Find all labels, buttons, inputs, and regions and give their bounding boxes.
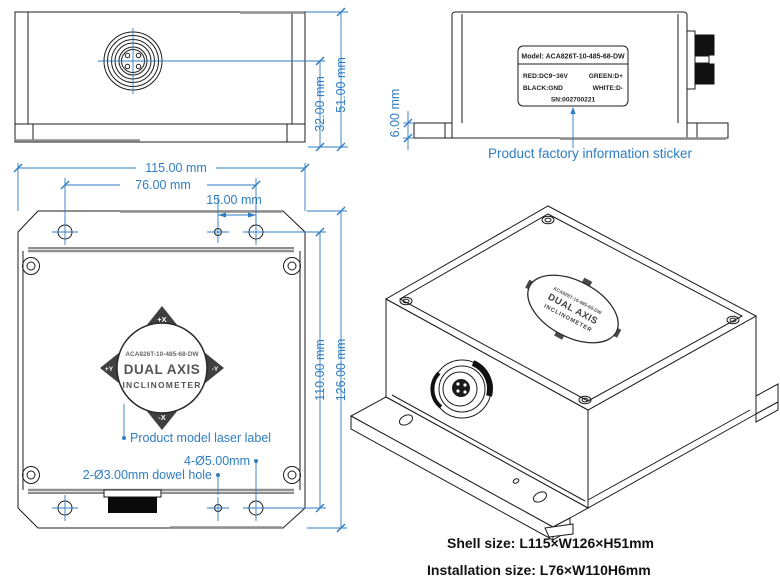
top-dimensions-vertical: 110.00 mm 126.00 mm — [263, 206, 348, 533]
annotation-laser-label: Product model laser label — [130, 431, 271, 445]
annotation-mount-holes: 4-Ø5.00mm — [184, 454, 250, 468]
size-notes: Shell size: L115×W126×H51mm Installation… — [427, 535, 654, 578]
axis-right-label: -Y — [212, 366, 219, 373]
top-annotations: Product model laser label 4-Ø5.00mm 2-Ø3… — [83, 404, 271, 495]
front-view: 32.00 mm 51.00 mm — [14, 7, 348, 152]
axis-left-label: +Y — [105, 366, 114, 373]
dim-front-center-height: 32.00 mm — [313, 76, 327, 132]
annotation-dowel-holes: 2-Ø3.00mm dowel hole — [83, 468, 212, 482]
sticker-serial: SN:002700221 — [551, 97, 596, 104]
bottom-connector — [103, 489, 162, 513]
sticker-row2-right: WHITE:D- — [593, 85, 623, 92]
shell-size-note: Shell size: L115×W126×H51mm — [447, 535, 654, 551]
iso-corner-screws — [399, 215, 740, 405]
laser-label: +X -X +Y -Y ACA826T-10-485-68-DW DUAL AX… — [100, 306, 224, 430]
laser-label-model: ACA826T-10-485-68-DW — [125, 351, 199, 358]
side-connector — [686, 30, 715, 90]
axis-top-label: +X — [157, 315, 166, 324]
top-dimensions-horizontal: 115.00 mm 76.00 mm 15.00 mm — [13, 161, 310, 226]
side-view: Model: ACA826T-10-485-68-DW RED:DC9~36V … — [388, 11, 729, 161]
dim-top-total-width: 115.00 mm — [145, 161, 207, 175]
axis-bottom-label: -X — [158, 413, 166, 422]
corner-screws — [22, 257, 301, 484]
sticker-row1-right: GREEN:D+ — [589, 73, 623, 80]
dim-top-total-height: 126.00 mm — [334, 339, 348, 402]
front-dimensions: 32.00 mm 51.00 mm — [305, 7, 348, 152]
side-caption: Product factory information sticker — [488, 146, 693, 161]
dim-side-flange-height: 6.00 mm — [388, 89, 402, 138]
factory-sticker: Model: ACA826T-10-485-68-DW RED:DC9~36V … — [517, 45, 629, 107]
sticker-row1-left: RED:DC9~36V — [523, 73, 568, 80]
installation-size-note: Installation size: L76×W110H6mm — [427, 562, 651, 578]
dim-top-install-width: 76.00 mm — [135, 178, 191, 192]
iso-laser-label: ACA826T-10-485-68-DW DUAL AXIS INCLINOME… — [525, 274, 622, 344]
top-view: +X -X +Y -Y ACA826T-10-485-68-DW DUAL AX… — [13, 161, 348, 533]
side-dimension-flange: 6.00 mm — [388, 89, 414, 150]
dim-top-hole-offset: 15.00 mm — [206, 193, 262, 207]
dim-top-install-height: 110.00 mm — [313, 339, 327, 401]
isometric-view: ACA826T-10-485-68-DW DUAL AXIS INCLINOME… — [349, 205, 779, 541]
iso-flange — [349, 396, 590, 541]
laser-label-title: DUAL AXIS — [124, 362, 201, 377]
sticker-row2-left: BLACK:GND — [523, 85, 563, 92]
dim-front-total-height: 51.00 mm — [334, 57, 348, 113]
laser-label-subtitle: INCLINOMETER — [122, 380, 201, 390]
sticker-model: Model: ACA826T-10-485-68-DW — [521, 54, 625, 61]
iso-connector — [430, 359, 493, 419]
